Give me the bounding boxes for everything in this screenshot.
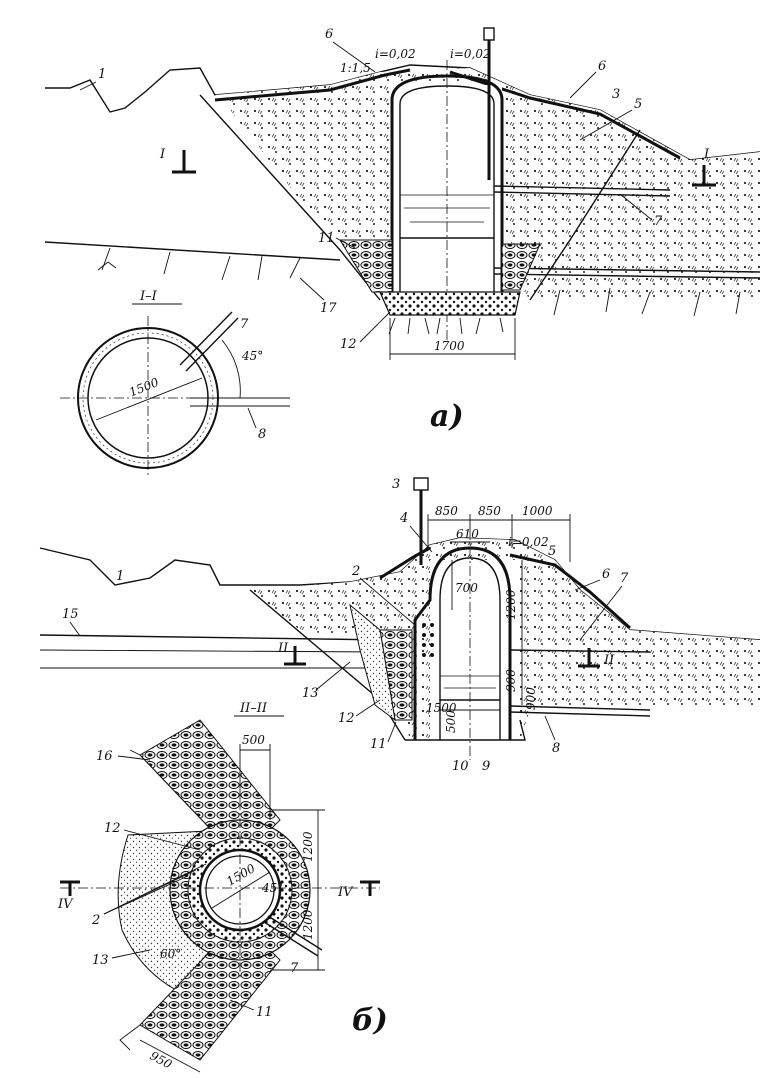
label-6-b: 6 — [602, 567, 610, 582]
dimension-lower-height: 900 — [504, 669, 518, 692]
dimension-top-left: 850 — [435, 504, 458, 518]
label-17-a: 17 — [320, 301, 337, 316]
label-5-b: 5 — [548, 544, 556, 559]
label-11-b: 11 — [370, 737, 387, 752]
label-7-plan: 7 — [290, 961, 299, 976]
water-level-15 — [39, 634, 391, 641]
slope-label-embankment: 1:1,5 — [340, 61, 371, 75]
label-12-plan: 12 — [104, 821, 121, 836]
perforated-filter-wall — [422, 623, 434, 657]
dimension-bottom-step: 500 — [444, 710, 458, 733]
dimension-plan-wing-angle: 60° — [160, 947, 181, 961]
stone-filter-11 — [339, 239, 393, 293]
section-mark-right: I — [703, 147, 710, 162]
slope-label-roof-b: i=0,02 — [508, 535, 549, 549]
label-11-plan: 11 — [256, 1005, 273, 1020]
sand-filter-b — [349, 603, 396, 722]
label-7-b: 7 — [620, 571, 629, 586]
dimension-pipe-height: 900 — [524, 687, 538, 710]
dimension-plan-top-width: 500 — [242, 733, 265, 747]
dimension-top-mid: 850 — [478, 504, 501, 518]
label-5-a: 5 — [634, 97, 642, 112]
label-10-b: 10 — [452, 759, 469, 774]
dimension-dome-width: 610 — [456, 527, 479, 541]
section-mark-b-right: II — [603, 653, 615, 668]
label-8-section: 8 — [258, 427, 266, 442]
dimension-plan-lower-height: 1200 — [301, 909, 315, 940]
label-2-plan: 2 — [91, 913, 100, 928]
section-mark-b-left: II — [277, 641, 289, 656]
dimension-plan-upper-height: 1200 — [301, 831, 315, 862]
section-title-a: I–I — [139, 289, 158, 304]
section-mark-plan-left: IV — [57, 897, 74, 912]
section-mark-plan-right: IV — [337, 885, 354, 900]
label-6-a-left: 6 — [325, 27, 333, 42]
panel-a: I I 1:1,5 i=0,02 i=0,02 1 6 6 3 5 7 11 1… — [44, 27, 761, 478]
dimension-side-height: 1200 — [504, 589, 518, 620]
dimension-inner-width: 1500 — [426, 701, 457, 715]
label-15-b: 15 — [62, 607, 79, 622]
caption-a: а) — [430, 399, 464, 434]
label-13-plan: 13 — [92, 953, 109, 968]
caption-b: б) — [352, 1003, 388, 1038]
section-mark-left: I — [159, 147, 166, 162]
label-7-section: 7 — [240, 317, 249, 332]
label-2-b: 2 — [351, 564, 360, 579]
label-11-a: 11 — [318, 231, 335, 246]
label-7-a: 7 — [654, 214, 663, 229]
label-3-a: 3 — [612, 87, 620, 102]
dimension-base-width: 1700 — [434, 339, 465, 353]
dimension-plan-pipe-angle: 45° — [261, 881, 283, 895]
well-shaft-a — [390, 74, 504, 295]
label-1-b: 1 — [116, 569, 124, 584]
dimension-top-right: 1000 — [522, 504, 553, 518]
panel-b: II II 850 850 1000 610 i=0,02 700 1200 9… — [39, 477, 761, 774]
dimension-dome-height: 700 — [455, 581, 478, 595]
label-1-a: 1 — [98, 67, 106, 82]
label-4-b: 4 — [399, 511, 408, 526]
trench-slope-right — [529, 129, 641, 301]
roof-membrane-6 — [214, 68, 411, 102]
gravel-base-12 — [379, 291, 521, 316]
dimension-plan-wing-width: 950 — [148, 1049, 175, 1072]
label-3-b: 3 — [392, 477, 400, 492]
label-13-b: 13 — [302, 686, 319, 701]
section-title-b: II–II — [239, 701, 268, 716]
dimension-pipe-angle-a: 45° — [241, 349, 263, 363]
label-8-b: 8 — [552, 741, 560, 756]
slope-label-roof-left: i=0,02 — [375, 47, 416, 61]
label-9-b: 9 — [482, 759, 490, 774]
label-16-plan: 16 — [96, 749, 113, 764]
panel-b-plan: 1500 45° 60° 500 1200 1200 950 IV IV 16 … — [57, 719, 388, 1073]
label-12-a: 12 — [340, 337, 357, 352]
slope-label-roof-right: i=0,02 — [450, 47, 491, 61]
label-12-b: 12 — [338, 711, 355, 726]
label-6-a-right: 6 — [598, 59, 606, 74]
